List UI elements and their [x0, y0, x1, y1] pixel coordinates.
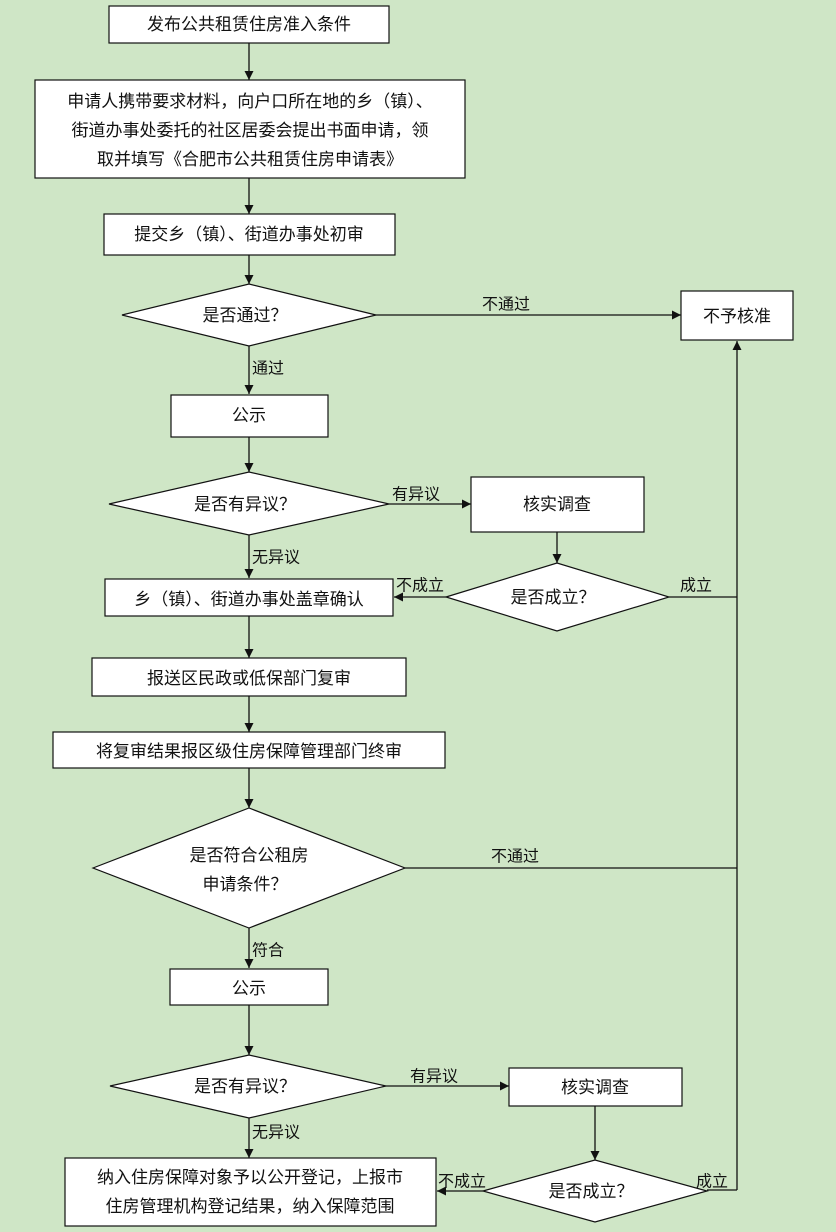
node-seal: [104, 578, 394, 617]
node-verify-1: [470, 476, 645, 533]
label-pass-decision: 是否通过？: [203, 306, 288, 326]
label-apply-line-1: 申请人携带要求材料，向户口所在地的乡（镇）、: [67, 92, 433, 112]
node-reject: [680, 290, 794, 341]
node-qualify-decision: [91, 807, 407, 929]
label-qualify-decision-line-1: 是否符合公租房: [190, 846, 309, 866]
edge-label-not-valid-2: 不成立: [438, 1172, 486, 1191]
label-valid-decision-2: 是否成立？: [549, 1182, 634, 1202]
label-seal: 乡（镇）、街道办事处盖章确认: [134, 590, 364, 610]
label-publicize-2: 公示: [232, 979, 266, 999]
edge-label-has-objection-1: 有异议: [392, 485, 440, 504]
label-include-line-1: 纳入住房保障对象予以公开登记，上报市: [97, 1168, 403, 1188]
edge-label-no-objection-2: 无异议: [252, 1123, 300, 1142]
label-final: 将复审结果报区级住房保障管理部门终审: [96, 742, 402, 762]
label-publicize-1: 公示: [232, 406, 266, 426]
label-apply-line-2: 街道办事处委托的社区居委会提出书面申请，领: [72, 121, 429, 141]
node-objection-decision-1: [108, 471, 390, 536]
node-publicize-1: [170, 394, 329, 438]
label-valid-decision-1: 是否成立？: [511, 588, 596, 608]
node-include: [64, 1157, 437, 1227]
node-final: [52, 731, 446, 769]
label-verify-2: 核实调查: [561, 1078, 629, 1098]
edge-label-not-pass-2: 不通过: [491, 847, 539, 866]
node-valid-decision-2: [480, 1159, 710, 1223]
label-submit: 提交乡（镇）、街道办事处初审: [134, 225, 364, 245]
node-apply: [34, 79, 466, 179]
label-objection-decision-2: 是否有异议？: [194, 1077, 296, 1097]
node-publish: [108, 5, 390, 44]
label-qualify-decision-line-2: 申请条件？: [203, 875, 288, 895]
edge-label-not-pass: 不通过: [482, 295, 530, 314]
edge-label-has-objection-2: 有异议: [410, 1067, 458, 1086]
node-report: [91, 657, 407, 697]
node-pass-decision: [121, 283, 377, 347]
label-apply-line-3: 取并填写《合肥市公共租赁住房申请表》: [97, 150, 403, 170]
node-verify-2: [508, 1067, 683, 1107]
edge-label-valid-1: 成立: [680, 576, 712, 595]
node-publicize-2: [169, 968, 329, 1006]
edge-label-qualify: 符合: [252, 941, 284, 960]
label-reject: 不予核准: [703, 307, 771, 327]
node-objection-decision-2: [109, 1054, 387, 1119]
label-verify-1: 核实调查: [523, 495, 591, 515]
label-publish: 发布公共租赁住房准入条件: [147, 15, 351, 35]
edge-label-not-valid-1: 不成立: [396, 576, 444, 595]
edge-label-valid-2: 成立: [696, 1172, 728, 1191]
node-submit: [103, 213, 396, 256]
label-objection-decision-1: 是否有异议？: [194, 495, 296, 515]
edge-label-no-objection-1: 无异议: [252, 548, 300, 567]
node-valid-decision-1: [443, 562, 672, 632]
label-report: 报送区民政或低保部门复审: [147, 669, 351, 689]
edge-label-pass: 通过: [252, 359, 284, 378]
label-include-line-2: 住房管理机构登记结果，纳入保障范围: [106, 1197, 395, 1217]
